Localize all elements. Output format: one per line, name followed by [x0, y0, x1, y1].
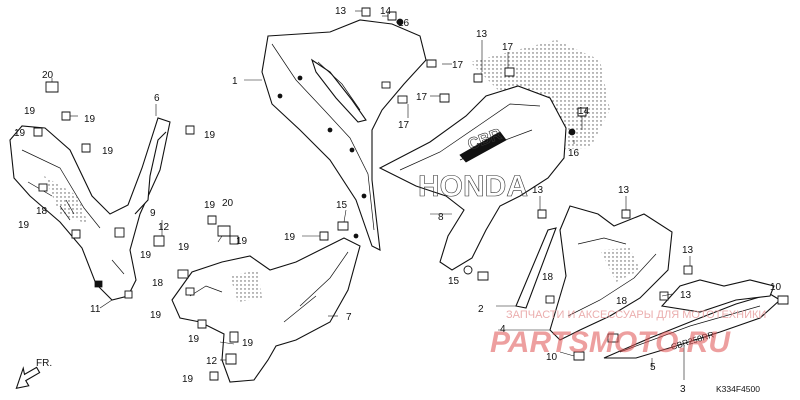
fasteners [33, 7, 789, 381]
callout-20-left: 20 [42, 70, 54, 81]
callout-18-left: 18 [36, 206, 48, 217]
callout-19-d: 19 [102, 146, 114, 157]
callout-18-lower: 18 [616, 296, 628, 307]
callout-18-under: 18 [542, 272, 554, 283]
callout-19-l: 19 [188, 334, 200, 345]
callout-19-k: 19 [150, 310, 162, 321]
callout-19-e: 19 [204, 130, 216, 141]
callout-14-top: 14 [380, 6, 392, 17]
under-cowl [515, 205, 673, 341]
callout-19-i: 19 [178, 242, 190, 253]
callout-2: 2 [478, 304, 484, 315]
callout-19-o: 19 [182, 374, 194, 385]
callout-19-h: 19 [204, 200, 216, 211]
callout-12-upper: 12 [158, 222, 170, 233]
callout-13-top: 13 [335, 6, 347, 17]
callout-17-d: 17 [398, 120, 410, 131]
callout-12-lower: 12 [206, 356, 218, 367]
callout-19-c: 19 [14, 128, 26, 139]
callout-10-right: 10 [770, 282, 782, 293]
watermark-large-text: PARTSMOTO.RU [490, 326, 731, 359]
callout-19-j: 19 [236, 236, 248, 247]
callout-18-middle: 18 [152, 278, 164, 289]
callout-15-fairing: 15 [448, 276, 460, 287]
callout-13-lower: 13 [680, 290, 692, 301]
callout-5: 5 [650, 362, 656, 373]
callout-13-lower-right: 13 [682, 245, 694, 256]
side-fairing: HONDA CBR [378, 40, 610, 275]
callout-labels: 1 2 3 4 5 6 7 8 9 10 10 11 12 12 13 13 1… [14, 6, 782, 395]
callout-6: 6 [154, 93, 160, 104]
callout-11: 11 [90, 304, 101, 315]
front-cowl [261, 19, 427, 251]
lower-cowl: CBR250RR [603, 265, 781, 359]
callout-17-c: 17 [416, 92, 428, 103]
callout-19-n: 19 [284, 232, 296, 243]
callout-13-fairing: 13 [476, 29, 488, 40]
callout-20-middle: 20 [222, 198, 234, 209]
inner-panel-middle [171, 235, 361, 383]
callout-16-fairing: 16 [568, 148, 580, 159]
callout-19-b: 19 [84, 114, 96, 125]
callout-19-a: 19 [24, 106, 36, 117]
leader-lines [51, 10, 691, 380]
front-label: FR. [36, 358, 52, 369]
callout-19-g: 19 [140, 250, 152, 261]
watermark: ЗАПЧАСТИ И АКСЕССУАРЫ ДЛЯ МОТОТЕХНИКИ PA… [490, 309, 766, 359]
callout-13-under-right: 13 [618, 185, 630, 196]
callout-17-a: 17 [452, 60, 464, 71]
callout-13-under: 13 [532, 185, 544, 196]
brand-ghost-text: HONDA [418, 170, 528, 203]
callout-7: 7 [346, 312, 352, 323]
callout-4: 4 [500, 324, 506, 335]
callout-9: 9 [150, 208, 156, 219]
callout-14-fairing: 14 [578, 106, 590, 117]
callout-3: 3 [680, 384, 686, 395]
callout-17-b: 17 [502, 42, 514, 53]
inner-panel-left [9, 117, 171, 301]
callout-15-cowl: 15 [336, 200, 348, 211]
callout-1: 1 [232, 76, 238, 87]
callout-19-m: 19 [242, 338, 254, 349]
front-arrow: FR. [15, 358, 52, 390]
watermark-small-text: ЗАПЧАСТИ И АКСЕССУАРЫ ДЛЯ МОТОТЕХНИКИ [506, 309, 766, 321]
callout-10-lower: 10 [546, 352, 558, 363]
callout-8: 8 [438, 212, 444, 223]
callout-16-top: 16 [398, 18, 410, 29]
diagram-code: K334F4500 [716, 384, 760, 394]
callout-19-f: 19 [18, 220, 30, 231]
